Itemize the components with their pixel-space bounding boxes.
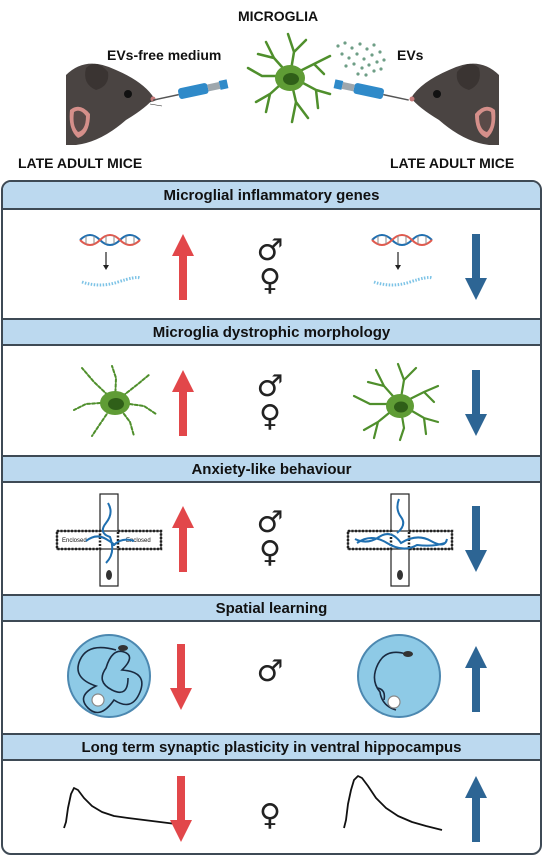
- left-up-arrow-icon: [172, 234, 194, 300]
- section-3-title: Anxiety-like behaviour: [191, 460, 352, 478]
- right-down-arrow-icon: [465, 234, 487, 300]
- section-4-header: Spatial learning: [3, 594, 540, 622]
- evs-free-medium-label: EVs-free medium: [107, 47, 222, 63]
- left-maze-enclosed-label-1: Enclosed: [62, 538, 87, 544]
- section-5-header: Long term synaptic plasticity in ventral…: [3, 733, 540, 761]
- left-mouse-icon: [66, 63, 163, 145]
- ramified-microglia-icon: [352, 362, 440, 442]
- left-elevated-plus-maze-icon: Enclosed Enclosed: [55, 493, 163, 587]
- female-symbol-icon: ♀: [259, 399, 281, 434]
- right-ltp-trace-icon: [343, 775, 443, 831]
- female-symbol-icon: ♀: [259, 535, 281, 570]
- female-symbol-icon: ♀: [259, 263, 281, 298]
- section-2-header: Microglia dystrophic morphology: [3, 318, 540, 346]
- section-1-header: Microglial inflammatory genes: [3, 182, 540, 210]
- section-1-title: Microglial inflammatory genes: [163, 186, 380, 204]
- section-5-title: Long term synaptic plasticity in ventral…: [81, 738, 462, 756]
- right-late-adult-mice-label: LATE ADULT MICE: [390, 155, 515, 171]
- left-up-arrow-icon: [172, 370, 194, 436]
- right-elevated-plus-maze-icon: [346, 493, 454, 587]
- microglia-cell-icon: [246, 32, 332, 124]
- right-mouse-icon: [409, 63, 499, 145]
- male-symbol-icon: ♂: [256, 654, 284, 689]
- left-down-arrow-icon: [170, 776, 192, 842]
- left-maze-enclosed-label-2: Enclosed: [126, 538, 151, 544]
- male-symbol-icon: ♂: [256, 505, 284, 540]
- ev-particles-icon: [336, 41, 386, 77]
- right-water-maze-icon: [357, 634, 441, 718]
- left-dna-transcription-icon: [79, 234, 141, 287]
- section-2-title: Microglia dystrophic morphology: [152, 323, 391, 341]
- section-3-header: Anxiety-like behaviour: [3, 455, 540, 483]
- right-up-arrow-icon: [465, 776, 487, 842]
- left-pipette-icon: [153, 79, 229, 101]
- dystrophic-microglia-icon: [73, 365, 157, 437]
- male-symbol-icon: ♂: [256, 369, 284, 404]
- right-down-arrow-icon: [465, 370, 487, 436]
- microglia-label: MICROGLIA: [238, 8, 319, 24]
- right-down-arrow-icon: [465, 506, 487, 572]
- section-4-title: Spatial learning: [215, 599, 328, 617]
- left-ltp-trace-icon: [63, 787, 177, 829]
- right-pipette-icon: [333, 79, 409, 101]
- left-up-arrow-icon: [172, 506, 194, 572]
- female-symbol-icon: ♀: [259, 798, 281, 833]
- right-up-arrow-icon: [465, 646, 487, 712]
- evs-label: EVs: [397, 47, 424, 63]
- male-symbol-icon: ♂: [256, 233, 284, 268]
- left-down-arrow-icon: [170, 644, 192, 710]
- right-dna-transcription-icon: [371, 234, 433, 287]
- left-late-adult-mice-label: LATE ADULT MICE: [18, 155, 143, 171]
- left-water-maze-icon: [67, 634, 151, 718]
